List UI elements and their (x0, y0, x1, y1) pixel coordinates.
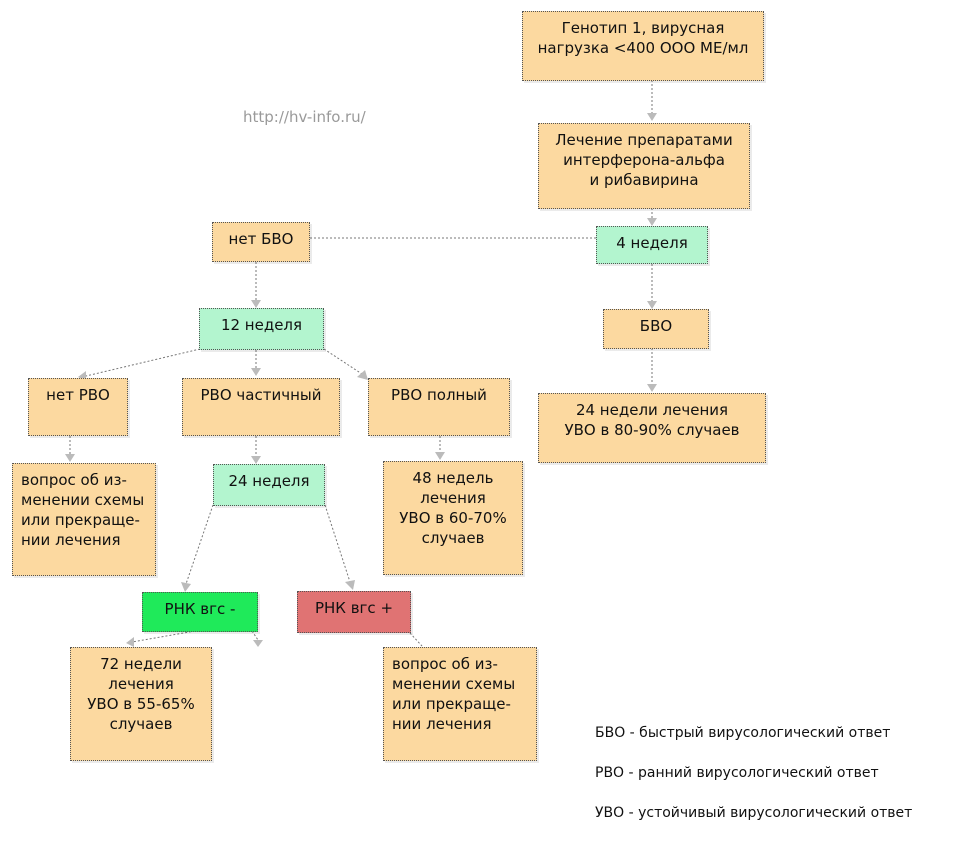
watermark-url: http://hv-info.ru/ (243, 108, 366, 126)
legend-item-uvo: УВО - устойчивый вирусологический ответ (595, 805, 913, 821)
legend-item-rvo: РВО - ранний вирусологический ответ (595, 765, 879, 781)
node-treatment: Лечение препаратами интерферона-альфа и … (538, 123, 750, 209)
node-week-4: 4 неделя (596, 226, 708, 264)
node-question-right: вопрос об из- менении схемы или прекраще… (383, 647, 537, 761)
legend-item-bvo: БВО - быстрый вирусологический ответ (595, 725, 891, 741)
legend: БВО - быстрый вирусологический ответ РВО… (595, 703, 955, 843)
node-result-72-weeks: 72 недели лечения УВО в 55-65% случаев (70, 647, 212, 761)
node-week-24: 24 неделя (213, 464, 325, 506)
node-rvo-partial: РВО частичный (182, 378, 340, 436)
node-rna-negative: РНК вгс - (142, 592, 258, 632)
node-rna-positive: РНК вгс + (297, 591, 411, 633)
node-genotype: Генотип 1, вирусная нагрузка <400 ООО МЕ… (522, 11, 764, 81)
connectors (65, 80, 657, 647)
node-result-24-weeks: 24 недели лечения УВО в 80-90% случаев (538, 393, 766, 463)
node-rvo-full: РВО полный (368, 378, 510, 436)
node-question-left: вопрос об из- менении схемы или прекраще… (12, 463, 156, 576)
node-result-48-weeks: 48 недель лечения УВО в 60-70% случаев (383, 461, 523, 575)
node-no-rvo: нет РВО (28, 378, 128, 436)
node-week-12: 12 неделя (199, 308, 324, 350)
node-bvo: БВО (603, 309, 709, 349)
node-no-bvo: нет БВО (212, 222, 310, 262)
